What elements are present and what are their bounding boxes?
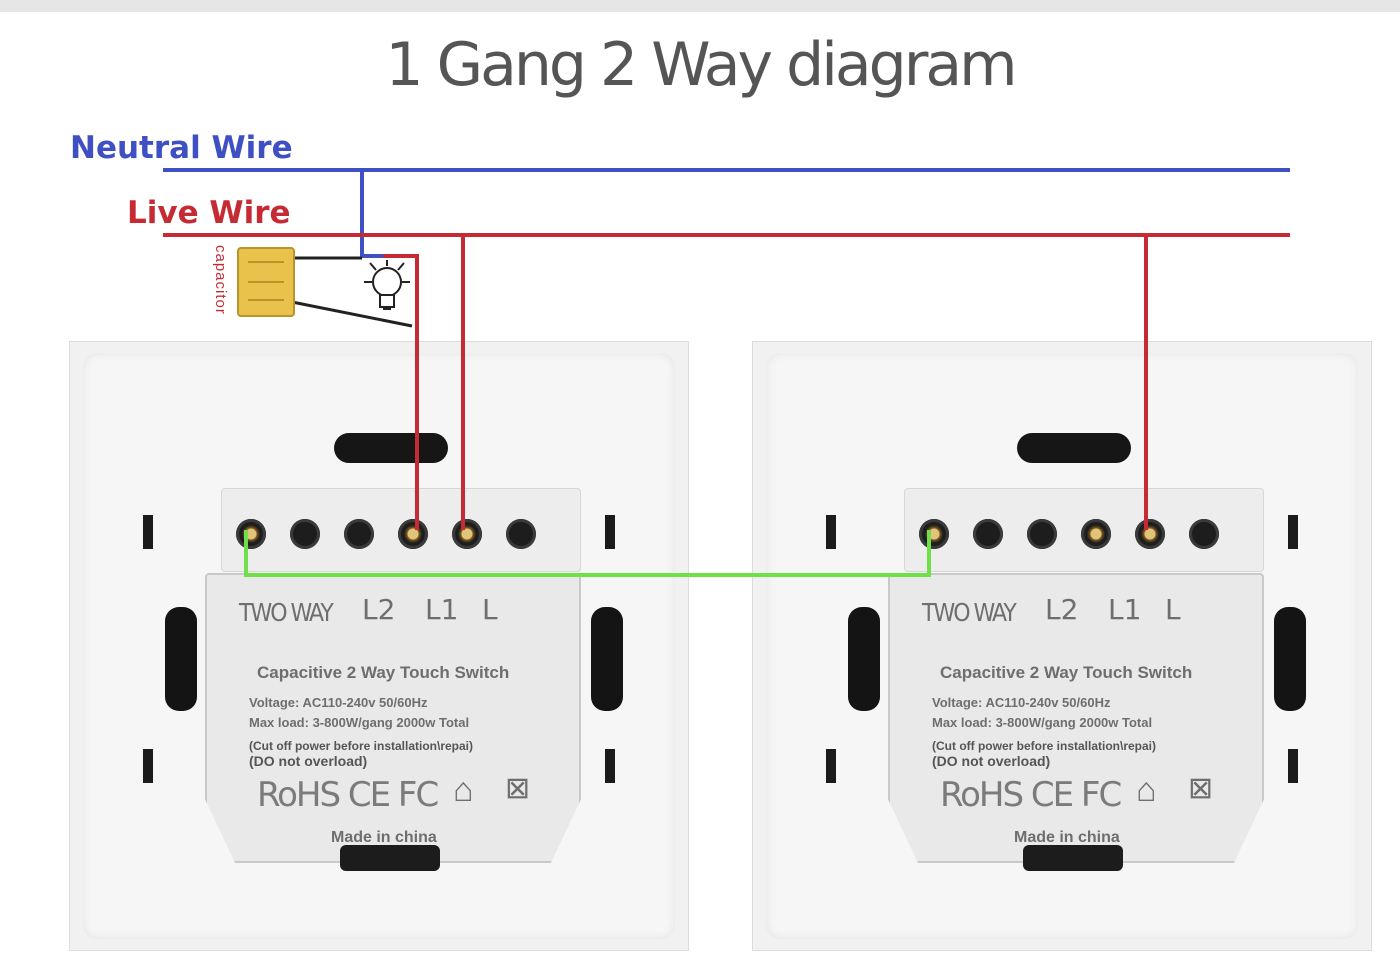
switch-back-panel: TWO WAY L2 L1 L Capacitive 2 Way Touch S… [83, 353, 675, 939]
house-icon: ⌂ [453, 771, 474, 809]
terminal-screw-l1 [1081, 519, 1111, 549]
made-in-label: Made in china [1014, 829, 1120, 846]
vent-slot [826, 515, 836, 549]
crossed-bin-icon: ⊠ [505, 772, 531, 805]
terminal-hole [973, 519, 1003, 549]
terminal-label-l1: L1 [425, 593, 459, 626]
terminal-screw-l1 [398, 519, 428, 549]
terminal-hole [1027, 519, 1057, 549]
terminal-label-l2: L2 [362, 593, 396, 626]
type-label: TWO WAY [239, 599, 334, 628]
type-label: TWO WAY [922, 599, 1017, 628]
overload-warning: (DO not overload) [249, 753, 368, 769]
capacitor-component-icon [237, 247, 295, 317]
side-slot [165, 607, 197, 711]
voltage-spec: Voltage: AC110-240v 50/60Hz [249, 695, 428, 710]
switch-module-label: TWO WAY L2 L1 L Capacitive 2 Way Touch S… [888, 573, 1264, 863]
neutral-drop-wire [360, 170, 383, 258]
load-wire [383, 254, 419, 530]
max-load-spec: Max load: 3-800W/gang 2000w Total [249, 715, 470, 730]
crossed-bin-icon: ⊠ [1188, 772, 1214, 805]
voltage-spec: Voltage: AC110-240v 50/60Hz [932, 695, 1111, 710]
side-slot [591, 607, 623, 711]
light-bulb-icon [364, 260, 410, 310]
vent-slot [826, 749, 836, 783]
terminal-label-l1: L1 [1108, 593, 1142, 626]
terminal-hole [506, 519, 536, 549]
side-slot [1274, 607, 1306, 711]
certification-marks: RoHS CE FC [257, 775, 439, 815]
made-in-label: Made in china [331, 829, 437, 846]
terminal-label-l2: L2 [1045, 593, 1079, 626]
vent-slot [143, 515, 153, 549]
terminal-block [221, 488, 581, 572]
switch-left: TWO WAY L2 L1 L Capacitive 2 Way Touch S… [69, 341, 689, 951]
caution-text: (Cut off power before installation\repai… [932, 739, 1157, 753]
switch-back-panel: TWO WAY L2 L1 L Capacitive 2 Way Touch S… [766, 353, 1358, 939]
certification-marks: RoHS CE FC [940, 775, 1122, 815]
house-icon: ⌂ [1136, 771, 1157, 809]
terminal-hole [290, 519, 320, 549]
overload-warning: (DO not overload) [932, 753, 1051, 769]
terminal-hole [344, 519, 374, 549]
vent-slot [605, 749, 615, 783]
vent-slot [143, 749, 153, 783]
terminal-screw-l [1135, 519, 1165, 549]
terminal-label-l: L [482, 593, 498, 626]
terminal-label-l: L [1165, 593, 1181, 626]
switch-right: TWO WAY L2 L1 L Capacitive 2 Way Touch S… [752, 341, 1372, 951]
vent-slot [1288, 749, 1298, 783]
live-wire-label: Live Wire [127, 195, 291, 231]
top-band [0, 0, 1400, 12]
connector-clips [340, 845, 440, 871]
side-slot [848, 607, 880, 711]
vent-slot [605, 515, 615, 549]
connector-clips [1023, 845, 1123, 871]
product-name: Capacitive 2 Way Touch Switch [257, 663, 510, 682]
capacitor-lead [291, 300, 413, 328]
terminal-hole [1189, 519, 1219, 549]
diagram-title: 1 Gang 2 Way diagram [385, 30, 1017, 100]
mounting-slot [334, 433, 448, 463]
switch-module-label: TWO WAY L2 L1 L Capacitive 2 Way Touch S… [205, 573, 581, 863]
traveler-wire [244, 530, 931, 577]
product-name: Capacitive 2 Way Touch Switch [940, 663, 1193, 682]
terminal-screw-com [919, 519, 949, 549]
capacitor-label: capacitor [212, 245, 229, 315]
terminal-block [904, 488, 1264, 572]
terminal-screw-com [236, 519, 266, 549]
terminal-screw-l [452, 519, 482, 549]
max-load-spec: Max load: 3-800W/gang 2000w Total [932, 715, 1153, 730]
neutral-wire-label: Neutral Wire [70, 130, 293, 166]
mounting-slot [1017, 433, 1131, 463]
vent-slot [1288, 515, 1298, 549]
caution-text: (Cut off power before installation\repai… [249, 739, 474, 753]
